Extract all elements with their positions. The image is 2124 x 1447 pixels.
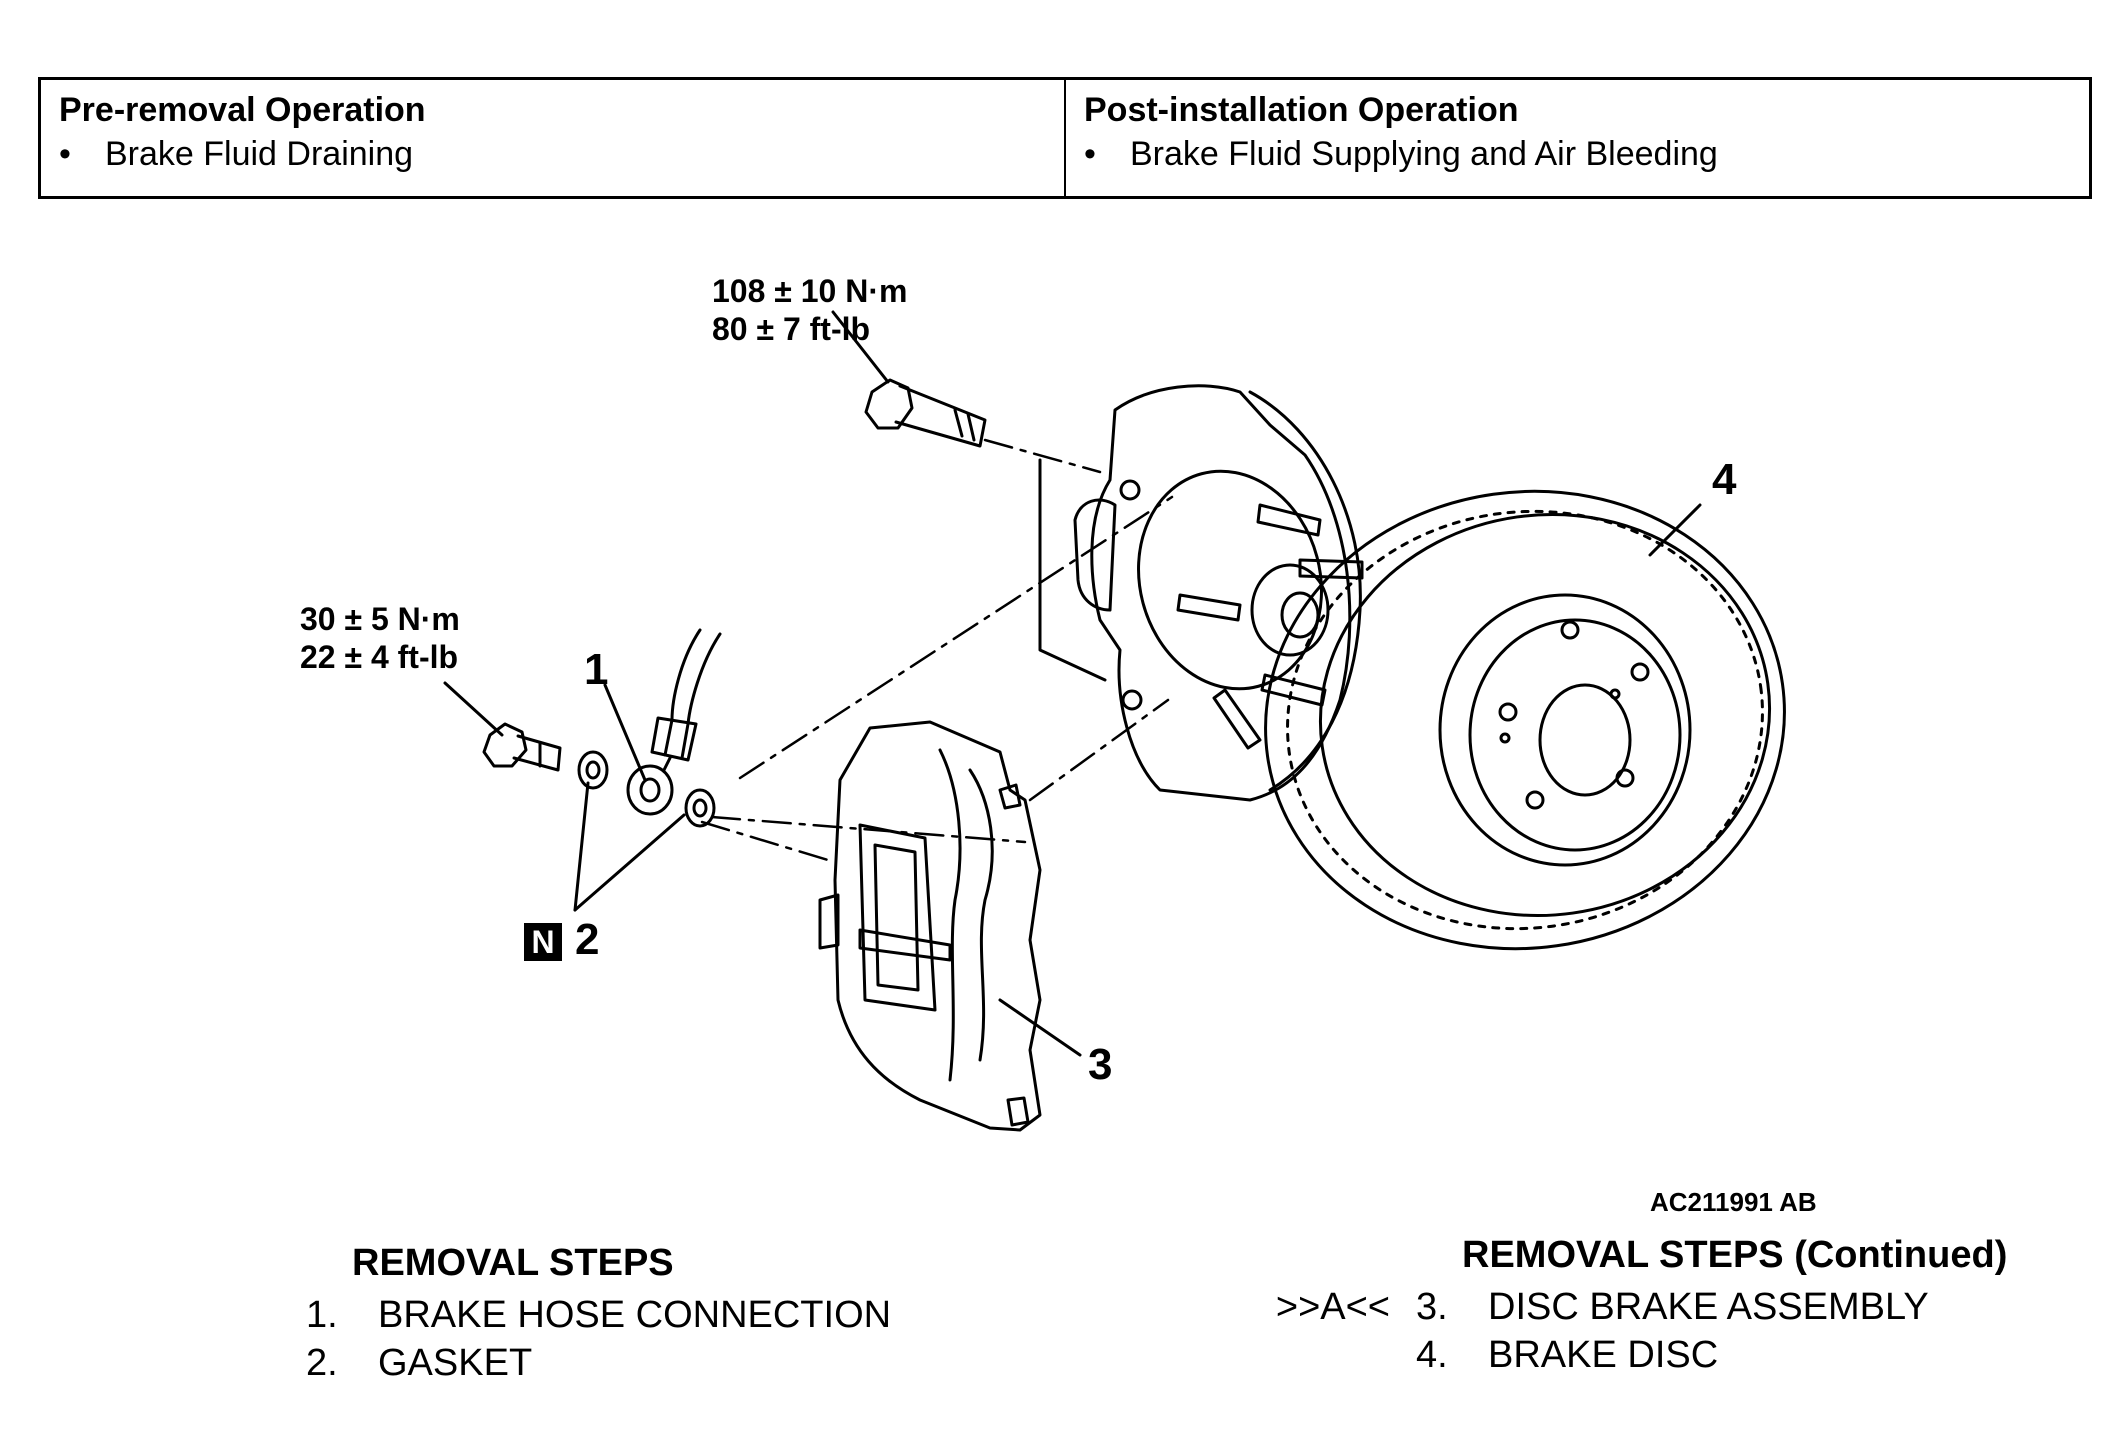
post-installation-item-label: Brake Fluid Supplying and Air Bleeding bbox=[1130, 135, 1718, 173]
pre-removal-cell: Pre-removal Operation • Brake Fluid Drai… bbox=[41, 80, 1064, 196]
new-part-badge: N bbox=[524, 923, 562, 961]
step-label: DISC BRAKE ASSEMBLY bbox=[1488, 1285, 1929, 1328]
pre-removal-item: • Brake Fluid Draining bbox=[59, 132, 1046, 176]
brake-disc bbox=[1264, 489, 1786, 951]
callout-4: 4 bbox=[1712, 455, 1737, 504]
removal-steps-continued: REMOVAL STEPS (Continued) >>A<< 3. DISC … bbox=[1240, 1234, 2007, 1379]
step-number: 1. bbox=[306, 1293, 338, 1336]
removal-steps-continued-title: REMOVAL STEPS (Continued) bbox=[1462, 1234, 2008, 1276]
disc-brake-caliper bbox=[818, 720, 1042, 1132]
bullet-icon: • bbox=[59, 135, 71, 173]
step-reference: >>A<< bbox=[1275, 1285, 1390, 1328]
bullet-icon: • bbox=[1084, 135, 1096, 173]
operations-table: Pre-removal Operation • Brake Fluid Drai… bbox=[38, 77, 2092, 199]
pre-removal-item-label: Brake Fluid Draining bbox=[105, 135, 414, 173]
gaskets bbox=[577, 750, 716, 828]
post-installation-title: Post-installation Operation bbox=[1084, 91, 1519, 129]
torque-upper-nm: 108 ± 10 N·m bbox=[712, 273, 908, 309]
post-installation-cell: Post-installation Operation • Brake Flui… bbox=[1064, 80, 2089, 196]
step-number: 3. bbox=[1416, 1285, 1448, 1328]
callout-1: 1 bbox=[584, 645, 609, 694]
assembly-centerlines bbox=[700, 438, 1174, 862]
step-row: 1. BRAKE HOSE CONNECTION bbox=[130, 1291, 891, 1339]
step-label: GASKET bbox=[378, 1341, 533, 1384]
step-label: BRAKE DISC bbox=[1488, 1333, 1719, 1376]
step-row: >>A<< 3. DISC BRAKE ASSEMBLY bbox=[1240, 1283, 2007, 1331]
removal-steps-title: REMOVAL STEPS bbox=[352, 1242, 674, 1284]
step-row: 2. GASKET bbox=[130, 1339, 891, 1387]
step-label: BRAKE HOSE CONNECTION bbox=[378, 1293, 892, 1336]
callout-3: 3 bbox=[1088, 1040, 1113, 1089]
post-installation-item: • Brake Fluid Supplying and Air Bleeding bbox=[1084, 132, 2071, 176]
torque-spec-lower: 30 ± 5 N·m 22 ± 4 ft-lb bbox=[300, 600, 460, 676]
step-number: 4. bbox=[1416, 1333, 1448, 1376]
torque-upper-ftlb: 80 ± 7 ft-lb bbox=[712, 311, 871, 347]
torque-lower-nm: 30 ± 5 N·m bbox=[300, 601, 460, 637]
steering-knuckle-hub bbox=[1038, 384, 1364, 802]
torque-spec-upper: 108 ± 10 N·m 80 ± 7 ft-lb bbox=[712, 272, 907, 348]
removal-steps: REMOVAL STEPS 1. BRAKE HOSE CONNECTION 2… bbox=[130, 1242, 891, 1387]
figure-code: AC211991 AB bbox=[1650, 1187, 1817, 1217]
step-number: 2. bbox=[306, 1341, 338, 1384]
leader-lines bbox=[443, 310, 1702, 1057]
torque-lower-ftlb: 22 ± 4 ft-lb bbox=[300, 639, 459, 675]
brake-hose bbox=[626, 628, 722, 816]
pre-removal-title: Pre-removal Operation bbox=[59, 91, 426, 129]
upper-mounting-bolt bbox=[864, 378, 987, 448]
union-bolt bbox=[482, 722, 562, 772]
callout-2: 2 bbox=[575, 915, 600, 964]
step-row: 4. BRAKE DISC bbox=[1240, 1331, 2007, 1379]
